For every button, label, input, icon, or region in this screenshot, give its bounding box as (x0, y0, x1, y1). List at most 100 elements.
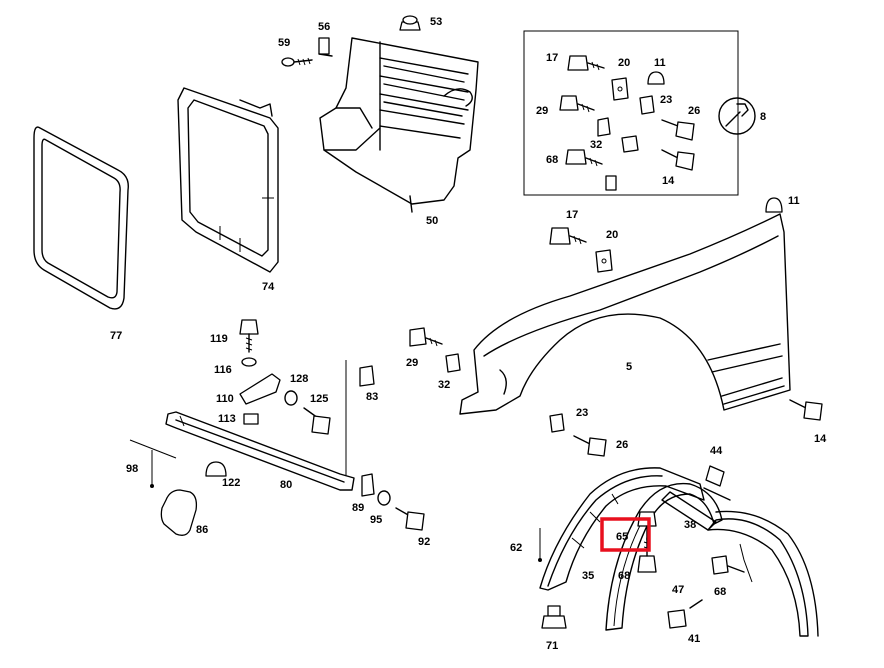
part-5-fender (459, 213, 791, 415)
part-113-nut (243, 413, 259, 425)
part-68-bolt-kit (565, 149, 603, 167)
callout-23-kit: 23 (660, 94, 672, 106)
part-71-stud (541, 605, 567, 629)
callout-20: 20 (606, 229, 618, 241)
part-11-cap (765, 197, 783, 213)
callout-122: 122 (222, 477, 240, 489)
callout-95: 95 (370, 514, 382, 526)
callout-32: 32 (438, 379, 450, 391)
callout-26-kit: 26 (688, 105, 700, 117)
callout-68-right: 68 (714, 586, 726, 598)
callout-44: 44 (710, 445, 723, 457)
part-17-bolt (549, 227, 587, 245)
callout-83: 83 (366, 391, 378, 403)
callout-14-kit: 14 (662, 175, 675, 187)
part-clip-kit-small (605, 135, 639, 191)
part-59-screw (281, 57, 313, 67)
callout-23: 23 (576, 407, 588, 419)
callout-71: 71 (546, 640, 558, 652)
part-32-clip (445, 353, 461, 373)
callout-8: 8 (760, 111, 766, 123)
callout-17-kit: 17 (546, 52, 558, 64)
part-44-clip (703, 465, 731, 501)
part-77-seal-frame (33, 126, 129, 310)
part-14-bolt-kit (661, 149, 695, 171)
part-80-crossmember (165, 411, 355, 491)
callout-128: 128 (290, 373, 308, 385)
part-26-bolt-kit (661, 119, 695, 141)
callout-14: 14 (814, 433, 827, 445)
part-17-bolt-kit (567, 55, 605, 71)
callout-125: 125 (310, 393, 328, 405)
part-32-clip-kit (597, 117, 611, 137)
callout-11-kit: 11 (654, 57, 666, 69)
part-20-clip-kit (611, 77, 629, 101)
callout-62: 62 (510, 542, 522, 554)
callout-26: 26 (616, 439, 628, 451)
callout-56: 56 (318, 21, 330, 33)
highlight-box-65 (600, 517, 651, 552)
part-128-washer (284, 390, 298, 406)
part-47-outer-liner (605, 482, 723, 631)
hardware-kit-box (523, 30, 739, 196)
callout-38: 38 (684, 519, 696, 531)
part-50-air-duct (319, 37, 479, 213)
callout-59: 59 (278, 37, 290, 49)
callout-68-kit: 68 (546, 154, 558, 166)
part-29-bolt (409, 327, 443, 347)
part-41-bolt (667, 599, 703, 629)
part-62-leader (538, 528, 542, 562)
part-110-bracket (239, 373, 281, 405)
callout-65: 65 (616, 531, 628, 543)
part-74-shroud (177, 87, 279, 273)
part-23-bracket-kit (639, 95, 655, 115)
callout-32-kit: 32 (590, 139, 602, 151)
callout-53: 53 (430, 16, 442, 28)
part-20-clip (595, 249, 613, 273)
part-119-bolt (239, 319, 259, 353)
part-92-bolt (395, 507, 425, 531)
part-8-wrench-icon (718, 97, 756, 135)
part-35-inner-liner (539, 467, 705, 591)
part-98-leader (129, 439, 177, 488)
callout-20-kit: 20 (618, 57, 630, 69)
callout-92: 92 (418, 536, 430, 548)
part-65-plug (637, 511, 657, 541)
callout-98: 98 (126, 463, 138, 475)
part-53-nut (399, 15, 421, 31)
callout-77: 77 (110, 330, 122, 342)
callout-89: 89 (352, 502, 364, 514)
part-89-clip (361, 473, 375, 497)
callout-119: 119 (210, 333, 228, 345)
callout-68-lower: 68 (618, 570, 630, 582)
callout-47: 47 (672, 584, 684, 596)
part-26-bolt (573, 435, 607, 457)
part-83-clip (345, 360, 375, 476)
part-125-bolt (303, 407, 331, 435)
callout-35: 35 (582, 570, 594, 582)
part-116-washer (241, 357, 257, 367)
callout-5: 5 (626, 361, 632, 373)
callout-86: 86 (196, 524, 208, 536)
callout-74: 74 (262, 281, 275, 293)
part-56-clip (318, 37, 333, 57)
part-29-bolt-kit (559, 95, 595, 113)
part-14-bolt (789, 399, 823, 421)
callout-17: 17 (566, 209, 578, 221)
part-95-washer (377, 490, 391, 506)
callout-113: 113 (218, 413, 236, 425)
callout-50: 50 (426, 215, 438, 227)
callout-116: 116 (214, 364, 232, 376)
callout-11: 11 (788, 195, 800, 207)
callout-41: 41 (688, 633, 700, 645)
part-68-screw-lower (637, 537, 657, 573)
part-11-cap-kit (647, 71, 665, 85)
callout-29-kit: 29 (536, 105, 548, 117)
part-23-bracket (549, 413, 565, 433)
part-86-cover (160, 489, 198, 536)
part-122-plug (205, 461, 227, 477)
part-wheel-arch-trim (707, 510, 819, 637)
part-68-screw-right (711, 555, 745, 575)
callout-110: 110 (216, 393, 234, 405)
